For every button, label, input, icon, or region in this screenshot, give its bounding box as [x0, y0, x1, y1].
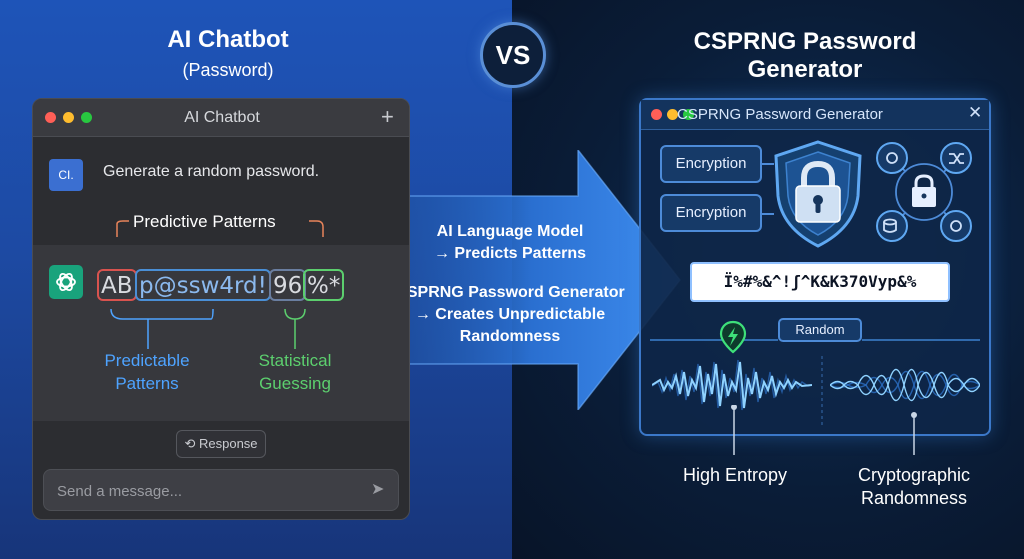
encryption-connector-lines [760, 163, 774, 215]
maximize-dot[interactable] [683, 109, 694, 120]
chat-title-bar [33, 99, 409, 137]
message-placeholder: Send a message... [57, 483, 183, 500]
encryption-box-2: Encryption [660, 194, 762, 232]
chat-window: AI Chatbot + CI. Generate a random passw… [32, 98, 410, 520]
response-area [33, 245, 409, 421]
high-entropy-label: High Entropy [682, 465, 788, 485]
left-subtitle: (Password) [182, 60, 274, 80]
statistical-guessing-label: Statistical Guessing [258, 351, 332, 393]
response-button[interactable]: ⟲ Response [176, 430, 266, 458]
message-input[interactable] [43, 469, 399, 511]
password-part-blue: p@ssw4rd! [135, 269, 271, 301]
user-message: Generate a random password. [103, 163, 320, 180]
random-connector-lines [650, 320, 980, 428]
password-part-digits: 96 [269, 269, 307, 301]
arrow-text-4: → Creates Unpredictable [414, 306, 606, 323]
close-icon[interactable]: ✕ [968, 103, 983, 122]
pattern-bracket-lines [110, 220, 324, 349]
left-title: AI Chatbot [167, 26, 289, 53]
entropy-lightning-icon [719, 320, 747, 354]
refresh-icon: ⟲ [184, 436, 199, 451]
predictable-patterns-label: Predictable Patterns [104, 351, 190, 393]
encryption-box-1: Encryption [660, 145, 762, 183]
password-part-red: AB [97, 269, 137, 301]
chatgpt-logo-icon [49, 265, 83, 299]
arrow-text-1: AI Language Model [436, 223, 584, 240]
arrow-text-3: CSPRNG Password Generator [395, 284, 625, 301]
close-dot[interactable] [45, 112, 56, 123]
arrow-text-5: Randomness [459, 328, 561, 345]
bottom-pointer-lines [731, 405, 917, 455]
cryptographic-randomness-label: Cryptographic Randomness [857, 465, 971, 508]
arrow-text-2: → Predicts Patterns [433, 245, 587, 262]
maximize-dot[interactable] [81, 112, 92, 123]
crypto-randomness-waveform [830, 368, 980, 402]
vs-badge: VS [480, 22, 546, 88]
predictive-patterns-label: Predictive Patterns [133, 212, 276, 231]
generator-window-title: CSPRNG Password Generator [677, 106, 883, 123]
minimize-dot[interactable] [667, 109, 678, 120]
security-icon-cluster [876, 142, 972, 242]
minimize-dot[interactable] [63, 112, 74, 123]
new-chat-plus-icon[interactable]: + [381, 104, 394, 129]
user-avatar: CI. [49, 159, 83, 191]
generator-title-bar [641, 100, 989, 130]
password-part-green: %* [303, 269, 345, 301]
chat-window-title: AI Chatbot [184, 109, 260, 126]
random-label: Random [778, 318, 862, 342]
send-icon[interactable]: ➤ [371, 481, 385, 498]
right-title: CSPRNG Password Generator [693, 28, 917, 83]
high-entropy-waveform [652, 359, 812, 411]
response-button-label: Response [198, 436, 258, 451]
shield-lock-icon [774, 140, 862, 248]
generated-password[interactable]: Ï%#%&^!ʃ^K&K370Vyp&% [690, 262, 950, 302]
close-dot[interactable] [651, 109, 662, 120]
